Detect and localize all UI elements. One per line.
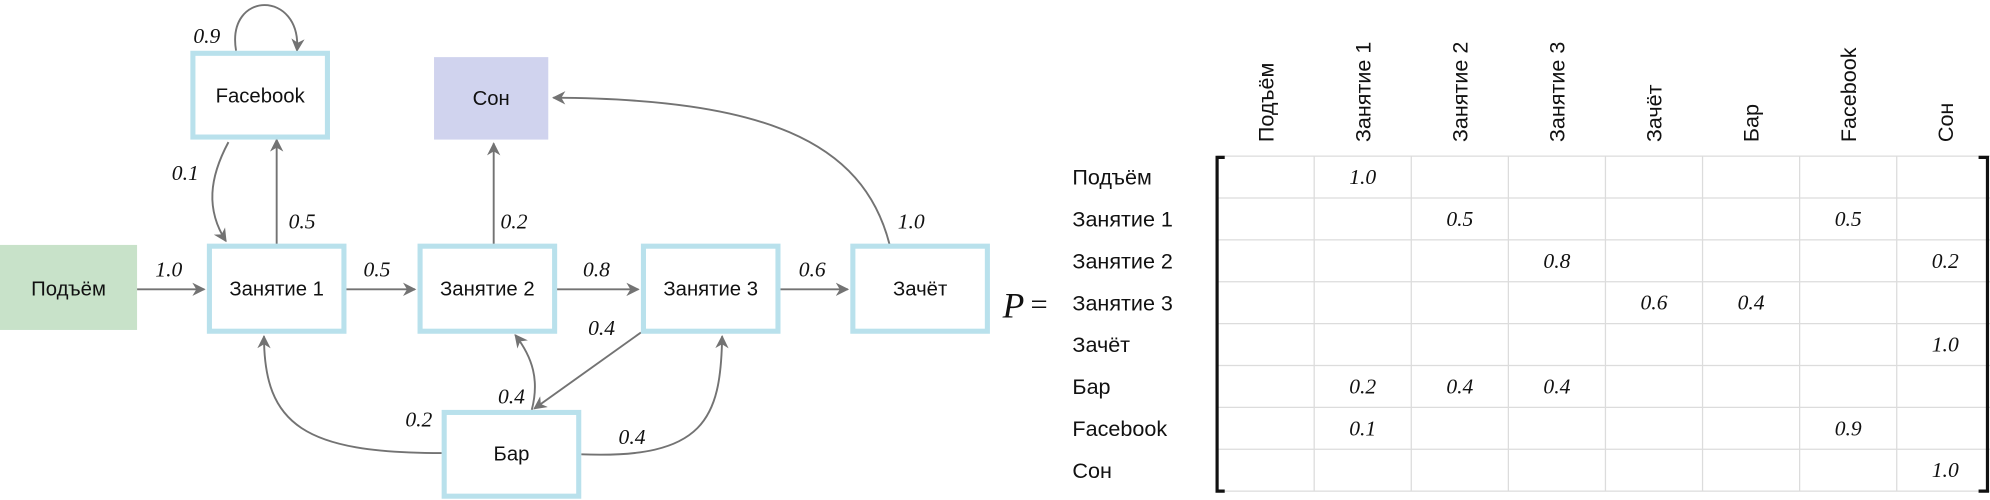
matrix-cell: 0.9	[1835, 416, 1862, 440]
matrix-cell: 0.4	[1738, 291, 1765, 315]
edge-label-class3-bar: 0.4	[588, 316, 615, 340]
node-label: Занятие 2	[440, 278, 535, 300]
node-bar: Бар	[441, 409, 582, 499]
nodes: Подъём Занятие 1 Занятие 2 Занятие 3 Зач…	[0, 50, 990, 499]
edge-bar-class1	[257, 334, 442, 454]
matrix-symbol: P	[1002, 285, 1025, 325]
edge-bar-class3	[581, 334, 729, 456]
matrix-equals: =	[1031, 288, 1048, 322]
node-facebook: Facebook	[190, 50, 330, 140]
node-label: Занятие 3	[663, 278, 758, 300]
edge-bar-class2	[514, 333, 536, 411]
edge-label-class2-sleep: 0.2	[501, 209, 528, 233]
node-label: Подъём	[31, 278, 106, 300]
node-label: Facebook	[216, 85, 306, 107]
column-label: Сон	[1933, 103, 1958, 142]
row-label: Facebook	[1072, 416, 1167, 441]
node-class1: Занятие 1	[206, 243, 347, 334]
edge-label-class1-class2: 0.5	[363, 258, 390, 282]
node-sleep: Сон	[434, 57, 549, 140]
matrix-cell: 0.2	[1932, 249, 1959, 273]
node-label: Зачёт	[893, 278, 947, 300]
row-label: Бар	[1072, 374, 1110, 399]
edge-class3-bar	[533, 331, 642, 410]
row-label: Сон	[1072, 458, 1111, 483]
matrix-cell: 0.8	[1543, 249, 1570, 273]
node-label: Занятие 1	[229, 278, 324, 300]
matrix-cell: 0.5	[1835, 207, 1862, 231]
node-label: Бар	[494, 443, 530, 465]
column-label: Бар	[1739, 104, 1764, 142]
column-label: Зачёт	[1642, 84, 1667, 142]
edge-label-class2-class3: 0.8	[583, 258, 610, 282]
node-wake: Подъём	[0, 244, 138, 330]
row-label: Занятие 3	[1072, 290, 1173, 315]
column-label: Занятие 2	[1447, 42, 1472, 142]
matrix-right-bracket	[1978, 155, 1990, 493]
matrix-cell: 0.5	[1446, 207, 1473, 231]
edge-labels: 1.0 0.5 0.8 0.6 0.5 0.1 0.9 0.2 1.0 0.4 …	[155, 24, 925, 449]
node-class2: Занятие 2	[417, 243, 558, 334]
column-label: Facebook	[1836, 47, 1861, 142]
matrix-cell: 0.1	[1349, 416, 1376, 440]
edge-facebook-class1	[211, 141, 230, 243]
edge-label-class3-exam: 0.6	[799, 258, 826, 282]
edge-label-facebook-class1: 0.1	[172, 161, 199, 185]
edges	[137, 4, 891, 456]
edge-label-bar-class1: 0.2	[405, 407, 432, 431]
column-label: Подъём	[1253, 63, 1278, 142]
column-label: Занятие 3	[1545, 42, 1570, 142]
matrix-cell: 1.0	[1349, 165, 1376, 189]
edge-label-class1-facebook: 0.5	[289, 209, 316, 233]
matrix-cell: 0.2	[1349, 374, 1376, 398]
edge-label-bar-class3: 0.4	[619, 425, 646, 449]
matrix-cell: 1.0	[1932, 333, 1959, 357]
matrix-left-bracket	[1215, 155, 1225, 493]
matrix-cells: 1.0 0.5 0.5 0.8 0.2 0.6 0.4 1.0 0.2 0.4 0.4 0.1 0.9 1…	[1349, 165, 1959, 482]
column-label: Занятие 1	[1350, 42, 1375, 142]
matrix-grid	[1216, 155, 1990, 492]
row-label: Занятие 1	[1072, 207, 1173, 232]
matrix-cell: 1.0	[1932, 458, 1959, 482]
edge-label-facebook-self: 0.9	[193, 24, 220, 48]
edge-facebook-self	[234, 4, 305, 53]
node-exam: Зачёт	[850, 243, 990, 334]
matrix-cell: 0.4	[1446, 374, 1473, 398]
row-label: Подъём	[1072, 165, 1151, 190]
matrix-cell: 0.4	[1543, 374, 1570, 398]
row-label: Зачёт	[1072, 332, 1130, 357]
row-label: Занятие 2	[1072, 248, 1173, 273]
node-label: Сон	[473, 88, 510, 110]
matrix-cell: 0.6	[1641, 291, 1668, 315]
edge-label-wake-class1: 1.0	[155, 258, 182, 282]
edge-exam-sleep	[552, 91, 891, 246]
edge-label-bar-class2: 0.4	[498, 385, 525, 409]
edge-label-exam-sleep: 1.0	[898, 209, 925, 233]
matrix-column-labels: Подъём Занятие 1 Занятие 2 Занятие 3 Зачёт Ба…	[1253, 42, 1958, 142]
node-class3: Занятие 3	[640, 243, 781, 334]
